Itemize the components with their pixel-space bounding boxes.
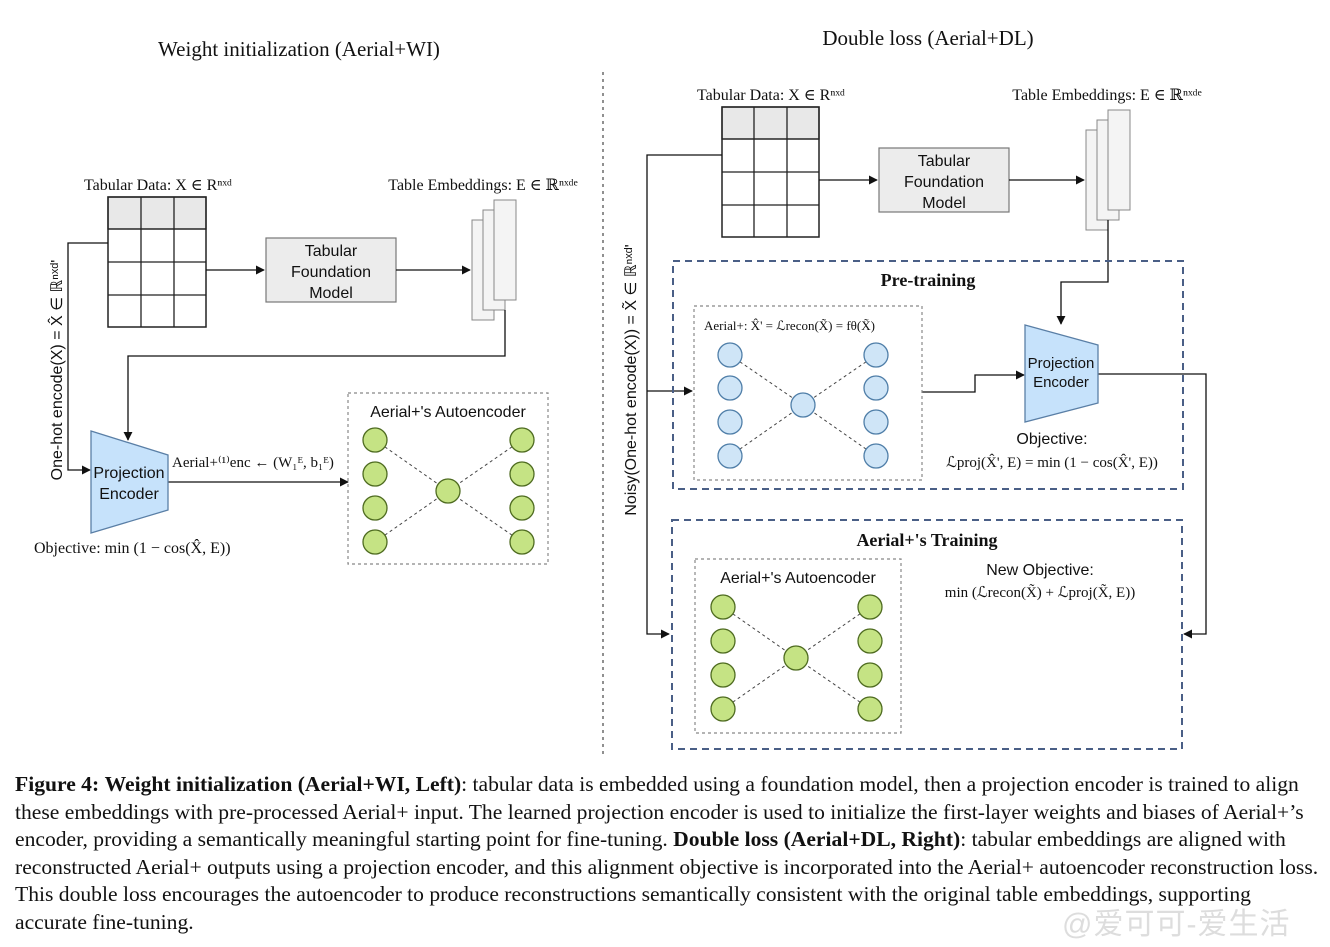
right-tabular-table xyxy=(721,106,820,238)
left-embed-label: Table Embeddings: E ∈ ℝⁿˣᵈᵉ xyxy=(388,177,577,194)
left-proj-line1: Projection xyxy=(93,465,164,482)
right-arrow-embed-to-proj xyxy=(1056,220,1109,325)
new-objective-title: New Objective: xyxy=(986,562,1094,579)
right-arrow-aerial-to-proj xyxy=(922,370,1025,393)
training-autoencoder-box xyxy=(694,558,902,734)
caption-dl-bold: Double loss (Aerial+DL, Right) xyxy=(673,827,961,851)
left-init-label: Aerial+⁽¹⁾enc ← (W₁ᴱ, b₁ᴱ) xyxy=(172,454,334,471)
right-projection-encoder xyxy=(1024,324,1099,423)
right-panel: Double loss (Aerial+DL) Tabular Data: X … xyxy=(620,26,1207,750)
pretraining-aerial-formula: Aerial+: X̂' = ℒrecon(X̃) = fθ(X̃) xyxy=(704,318,875,333)
caption-dl-text: : tabular embeddings are aligned with re… xyxy=(15,827,1319,934)
right-proj-line1: Projection xyxy=(1028,355,1095,372)
caption-wi-text: : tabular data is embedded using a found… xyxy=(15,772,1304,851)
pretraining-box xyxy=(672,260,1184,490)
right-vertical-label: Noisy(One-hot encode(X)) = X̃ ∈ ℝⁿˣᵈ' xyxy=(620,244,640,515)
left-projection-encoder xyxy=(90,430,169,534)
left-vertical-label: One-hot encode(X) = X̂ ∈ ℝⁿˣᵈ' xyxy=(46,260,66,481)
training-title: Aerial+'s Training xyxy=(856,530,997,550)
left-proj-line2: Encoder xyxy=(99,486,159,503)
right-tfm-line1: Tabular xyxy=(918,153,971,170)
left-objective: Objective: min (1 − cos(X̂, E)) xyxy=(34,538,231,557)
watermark: @爱可可-爱生活 xyxy=(1062,908,1291,941)
pretraining-aerial-box xyxy=(693,305,923,481)
training-autoencoder-network xyxy=(710,594,883,722)
right-tfm-line2: Foundation xyxy=(904,174,984,191)
right-tfm-line3: Model xyxy=(922,195,966,212)
right-objective-formula: ℒproj(X̂', E) = min (1 − cos(X̂', E)) xyxy=(946,454,1158,471)
left-autoencoder-title: Aerial+'s Autoencoder xyxy=(370,404,526,421)
right-objective-title: Objective: xyxy=(1016,431,1087,448)
figure-caption: Figure 4: Weight initialization (Aerial+… xyxy=(15,771,1320,936)
left-title: Weight initialization (Aerial+WI) xyxy=(158,37,440,61)
caption-wi-bold: Weight initialization (Aerial+WI, Left) xyxy=(104,772,462,796)
caption-fig-label: Figure 4: xyxy=(15,772,100,796)
left-arrow-table-to-proj xyxy=(67,242,108,475)
training-autoencoder-title: Aerial+'s Autoencoder xyxy=(720,570,876,587)
new-objective-formula: min (ℒrecon(X̃) + ℒproj(X̃, E)) xyxy=(945,584,1135,601)
left-tfm-line2: Foundation xyxy=(291,264,371,281)
figure-diagram: Weight initialization (Aerial+WI) Tabula… xyxy=(34,26,1207,755)
left-tabular-table xyxy=(107,196,207,328)
left-panel: Weight initialization (Aerial+WI) Tabula… xyxy=(34,37,578,565)
left-autoencoder-network xyxy=(362,427,535,555)
right-proj-line2: Encoder xyxy=(1033,374,1089,391)
right-tabular-label: Tabular Data: X ∈ Rⁿˣᵈ xyxy=(697,87,845,104)
right-arrow-table-down xyxy=(646,154,722,639)
left-arrow-embed-to-proj xyxy=(123,310,506,441)
left-tfm-line3: Model xyxy=(309,285,353,302)
right-title: Double loss (Aerial+DL) xyxy=(822,26,1033,50)
pretraining-aerial-network xyxy=(717,342,889,469)
training-box xyxy=(671,519,1183,750)
right-embed-label: Table Embeddings: E ∈ ℝⁿˣᵈᵉ xyxy=(1012,87,1201,104)
left-tfm-line1: Tabular xyxy=(305,243,358,260)
right-embeddings-stack xyxy=(1085,109,1131,231)
right-tfm-box xyxy=(878,147,1010,213)
left-embeddings-stack xyxy=(471,199,517,321)
right-arrow-proj-to-training xyxy=(1098,373,1207,639)
left-tfm-box xyxy=(265,237,397,303)
pretraining-title: Pre-training xyxy=(881,270,976,290)
left-autoencoder-box xyxy=(347,392,549,565)
left-tabular-label: Tabular Data: X ∈ Rⁿˣᵈ xyxy=(84,177,232,194)
